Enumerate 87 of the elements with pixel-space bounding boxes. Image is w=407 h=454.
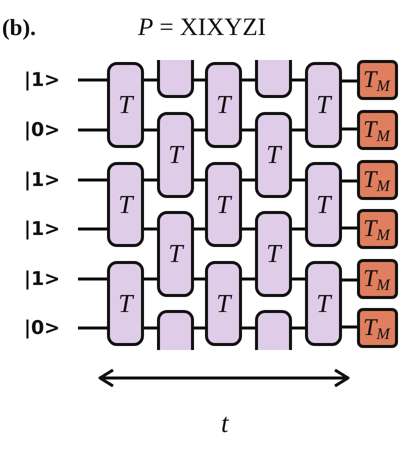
state-label: |1>: [24, 218, 60, 240]
measurement-box: [357, 259, 398, 299]
axis-label: t: [221, 408, 229, 439]
wire: [342, 80, 357, 82]
gate-box: [157, 211, 194, 297]
gate-symbol: T$_{M}$: [363, 267, 390, 291]
gate-box: [157, 112, 194, 198]
measurement-box: [357, 160, 398, 200]
wire: [194, 278, 205, 280]
panel-label: (b).: [2, 15, 36, 41]
wire: [242, 278, 255, 280]
wire: [242, 228, 255, 230]
gate-symbol: T: [216, 92, 231, 118]
state-label: |1>: [24, 268, 60, 290]
gate-box: [205, 162, 242, 247]
gate-box: [255, 310, 292, 350]
wire: [144, 178, 157, 182]
gate-box: [305, 162, 342, 247]
wire: [78, 78, 107, 82]
gate-box: [305, 261, 342, 346]
gate-symbol: T$_{M}$: [363, 68, 390, 92]
wire: [144, 128, 157, 132]
gate-symbol: T$_{M}$: [363, 316, 390, 340]
measurement-box: [357, 308, 398, 348]
gate-box: [107, 261, 144, 346]
gate-box: [305, 62, 342, 148]
gate-symbol: T: [168, 241, 183, 267]
wire: [78, 326, 107, 330]
gate-symbol: T: [168, 142, 183, 168]
wire: [292, 278, 305, 280]
measurement-box: [357, 110, 398, 150]
gate-symbol: T$_{M}$: [363, 168, 390, 192]
wire: [78, 128, 107, 132]
state-label: |1>: [24, 169, 60, 191]
wire: [292, 326, 305, 330]
wire: [242, 78, 255, 82]
gate-symbol: T: [118, 92, 133, 118]
wire: [78, 178, 107, 182]
gate-box: [255, 112, 292, 198]
wire: [292, 228, 305, 230]
gate-box: [205, 261, 242, 346]
wire: [194, 178, 205, 182]
gate-box: [107, 162, 144, 247]
state-label: |0>: [24, 317, 60, 339]
wire: [194, 228, 205, 230]
wire: [144, 278, 157, 280]
gate-symbol: T$_{M}$: [363, 118, 390, 142]
gate-box: [157, 60, 194, 98]
gate-box: [255, 60, 292, 98]
wire: [342, 180, 357, 182]
wire: [292, 178, 305, 182]
wire: [342, 128, 357, 130]
wire: [144, 228, 157, 230]
gate-symbol: T: [118, 192, 133, 218]
wire: [194, 78, 205, 82]
gate-symbol: T: [316, 92, 331, 118]
wire: [78, 228, 107, 230]
wire: [144, 326, 157, 330]
wire: [342, 326, 357, 328]
wire: [342, 226, 357, 230]
state-label: |0>: [24, 119, 60, 141]
measurement-box: [357, 209, 398, 249]
wire: [194, 326, 205, 330]
gate-box: [255, 211, 292, 297]
wire: [242, 128, 255, 132]
wire: [242, 178, 255, 182]
wire: [194, 128, 205, 132]
wire: [292, 78, 305, 82]
gate-symbol: T: [216, 192, 231, 218]
measurement-box: [357, 60, 398, 100]
gate-box: [157, 310, 194, 350]
title: P = XIXYZI: [138, 14, 266, 42]
wire: [292, 128, 305, 132]
state-label: |1>: [24, 69, 60, 91]
wire: [144, 78, 157, 82]
wire: [78, 278, 107, 280]
gate-symbol: T: [266, 241, 281, 267]
gate-symbol: T$_{M}$: [363, 217, 390, 241]
gate-symbol: T: [216, 290, 231, 316]
gate-symbol: T: [316, 192, 331, 218]
gate-symbol: T: [266, 142, 281, 168]
gate-symbol: T: [118, 290, 133, 316]
gate-symbol: T: [316, 290, 331, 316]
gate-box: [205, 62, 242, 148]
gate-box: [107, 62, 144, 148]
wire: [242, 326, 255, 330]
wire: [342, 278, 357, 282]
